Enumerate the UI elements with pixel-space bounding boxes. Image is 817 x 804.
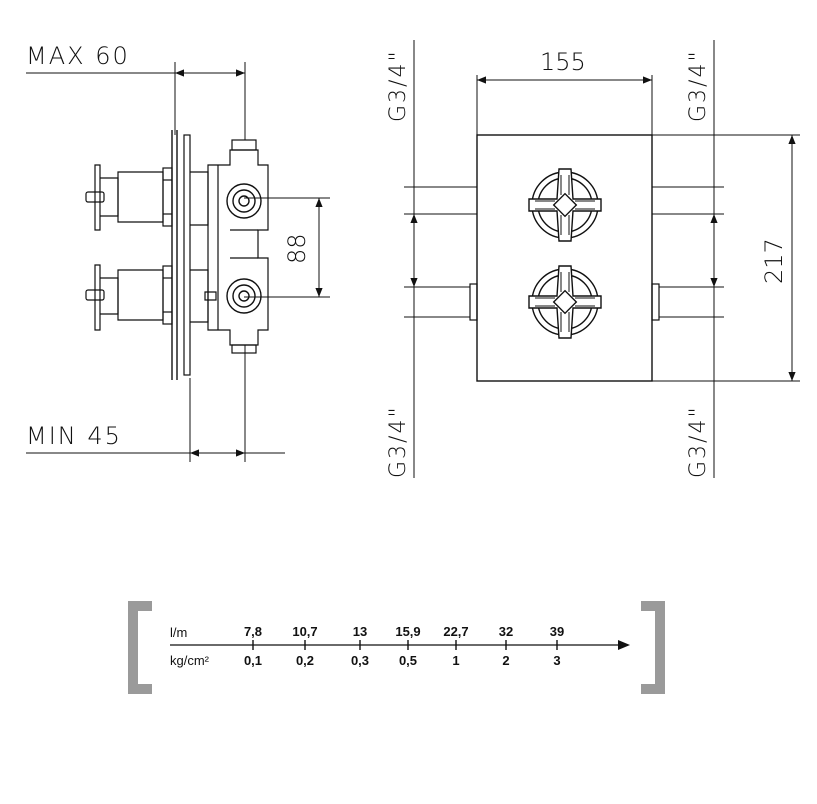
scale-ticks: 7,8 0,1 10,7 0,2 13 0,3 15,9 0,5 22,7 1 32 2 39 3 — [244, 624, 564, 668]
pressure-value-label: 3 — [553, 653, 560, 668]
side-view: MAX 60 MIN 45 — [26, 42, 330, 462]
left-bracket — [128, 601, 152, 694]
min-depth-label: MIN 45 — [26, 422, 122, 450]
plate-width-label: 155 — [540, 48, 586, 76]
scale-arrowhead — [618, 640, 630, 650]
front-view — [404, 40, 800, 478]
pressure-value-label: 2 — [502, 653, 509, 668]
flow-value-label: 7,8 — [244, 624, 262, 639]
flow-value-label: 13 — [353, 624, 367, 639]
pressure-value-label: 0,3 — [351, 653, 369, 668]
pressure-value-label: 1 — [452, 653, 459, 668]
flow-value-label: 32 — [499, 624, 513, 639]
valve-body-side — [190, 139, 269, 354]
lower-handle-side — [85, 264, 173, 331]
flow-value-label: 39 — [550, 624, 564, 639]
cover-plate — [476, 134, 653, 382]
center-spacing-label: 88 — [283, 233, 311, 264]
lower-cross-handle — [528, 265, 602, 339]
upper-cross-handle — [528, 168, 602, 242]
flow-value-label: 22,7 — [443, 624, 468, 639]
port-bottom-right-label: G3/4" — [686, 405, 711, 478]
right-bracket — [641, 601, 665, 694]
pressure-value-label: 0,5 — [399, 653, 417, 668]
flow-value-label: 15,9 — [395, 624, 420, 639]
port-bottom-left-label: G3/4" — [386, 405, 411, 478]
upper-handle-side — [85, 164, 173, 231]
flow-unit-label: l/m — [170, 625, 187, 640]
plate-height-label: 217 — [760, 238, 788, 284]
port-top-left-label: G3/4" — [386, 49, 411, 122]
pressure-value-label: 0,2 — [296, 653, 314, 668]
pressure-unit-label: kg/cm² — [170, 653, 210, 668]
pressure-value-label: 0,1 — [244, 653, 262, 668]
max-depth-label: MAX 60 — [26, 42, 130, 70]
flow-value-label: 10,7 — [292, 624, 317, 639]
port-top-right-label: G3/4" — [686, 49, 711, 122]
flow-scale: l/m kg/cm² 7,80,110,70,2130,315,90,522,7… — [128, 601, 665, 694]
